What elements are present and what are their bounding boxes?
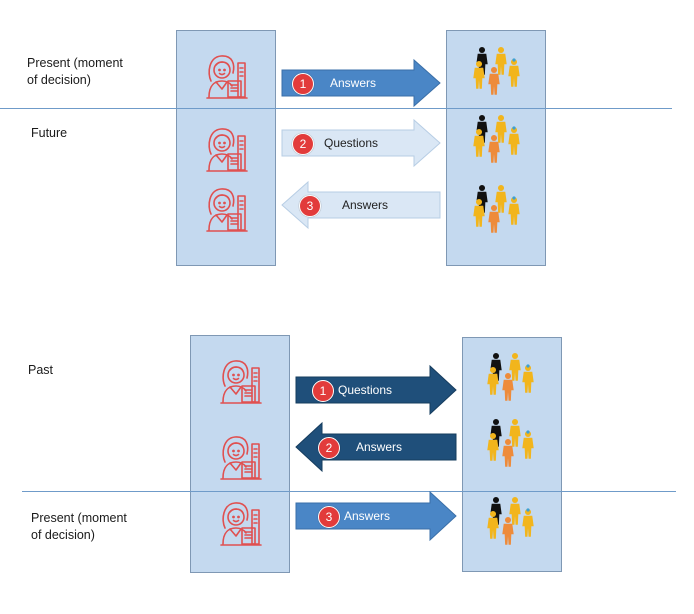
- arrow-answers-right: 1 Answers: [281, 58, 441, 108]
- step-badge: 3: [318, 506, 340, 528]
- decision-maker-icon: [203, 124, 251, 179]
- past-label: Past: [28, 363, 54, 377]
- arrow-answers-left: 3 Answers: [281, 180, 441, 230]
- past-present-divider: [22, 491, 676, 492]
- stakeholder-group-icon: [484, 416, 540, 483]
- present-future-divider: [0, 108, 672, 109]
- arrow-label: Answers: [342, 198, 389, 212]
- arrow-shape: [295, 490, 457, 542]
- decision-maker-icon: [217, 432, 265, 487]
- stakeholder-group-icon: [470, 182, 526, 249]
- arrow-label: Answers: [330, 76, 377, 90]
- decision-maker-column: [176, 30, 276, 266]
- step-badge: 3: [299, 195, 321, 217]
- stakeholder-group-icon: [470, 112, 526, 179]
- decision-maker-icon: [217, 356, 265, 411]
- arrow-label: Questions: [338, 383, 393, 397]
- decision-maker-icon: [203, 51, 251, 106]
- present-label: Present (moment of decision): [27, 56, 123, 87]
- step-badge: 2: [318, 437, 340, 459]
- future-label: Future: [31, 126, 68, 140]
- stakeholder-group-icon: [484, 494, 540, 561]
- arrow-answers-left: 2 Answers: [295, 421, 457, 473]
- decision-maker-icon: [203, 184, 251, 239]
- stakeholder-group-icon: [470, 44, 526, 111]
- step-badge: 1: [312, 380, 334, 402]
- stakeholder-group-icon: [484, 350, 540, 417]
- arrow-label: Questions: [324, 136, 379, 150]
- arrow-shape: [281, 118, 441, 168]
- arrow-shape: [281, 180, 441, 230]
- step-badge: 1: [292, 73, 314, 95]
- arrow-questions-right: 2 Questions: [281, 118, 441, 168]
- arrow-shape: [295, 421, 457, 473]
- arrow-shape: [295, 364, 457, 416]
- decision-maker-column: [190, 335, 290, 573]
- arrow-label: Answers: [344, 509, 391, 523]
- arrow-shape: [281, 58, 441, 108]
- decision-maker-icon: [217, 498, 265, 553]
- arrow-label: Answers: [356, 440, 403, 454]
- present-label: Present (moment of decision): [31, 511, 127, 542]
- arrow-questions-right: 1 Questions: [295, 364, 457, 416]
- arrow-answers-right: 3 Answers: [295, 490, 457, 542]
- step-badge: 2: [292, 133, 314, 155]
